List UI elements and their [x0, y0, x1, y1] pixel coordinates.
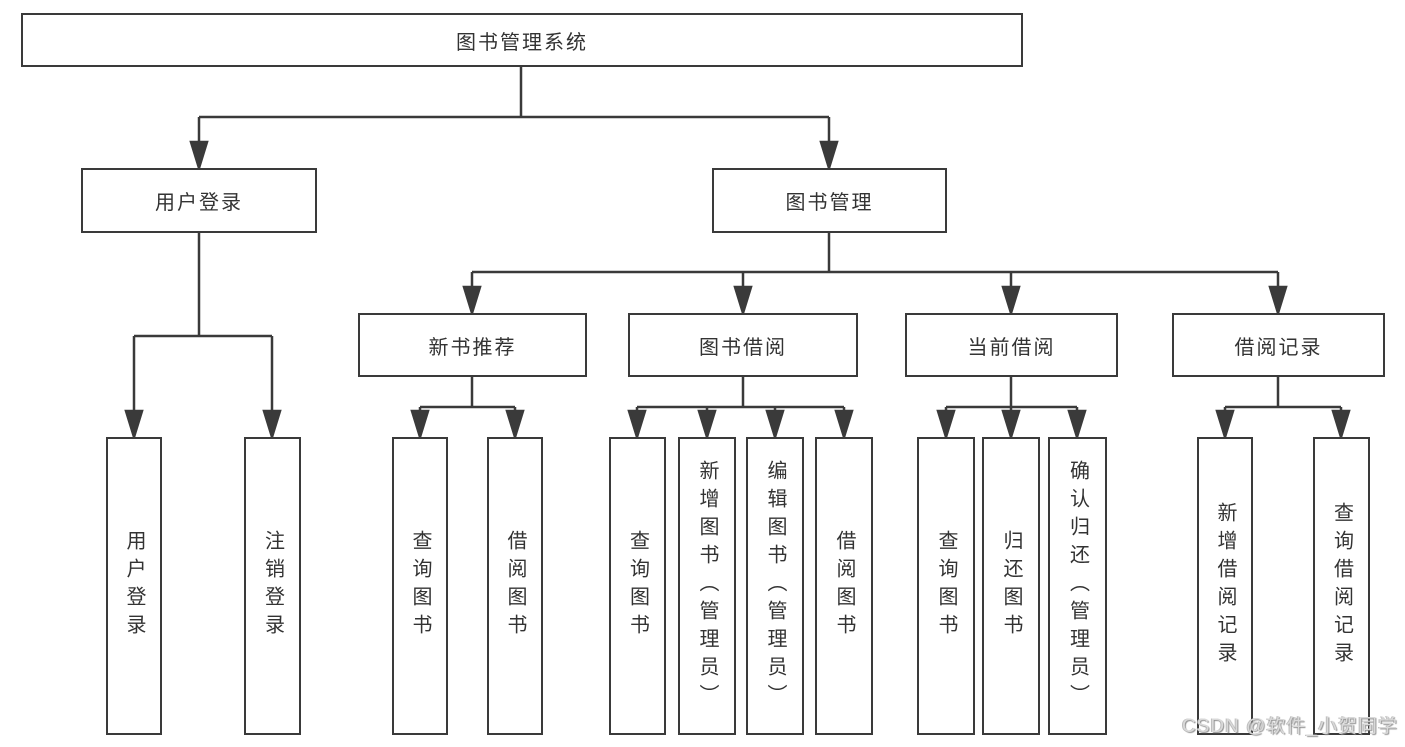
arrowhead-icon	[262, 409, 282, 442]
connector-root-to-level2	[189, 67, 839, 173]
node-label: 新增图书（管理员）	[696, 460, 718, 712]
connector-current-borrow-to-leaves	[936, 377, 1087, 442]
node-borrow-records: 借阅记录	[1172, 313, 1385, 377]
leaf-query-books-recommend: 查询图书	[392, 437, 448, 735]
arrowhead-icon	[697, 409, 717, 442]
node-label: 归还图书	[1000, 530, 1022, 642]
leaf-user-login: 用户登录	[106, 437, 162, 735]
leaf-add-books-admin: 新增图书（管理员）	[678, 437, 736, 735]
arrowhead-icon	[834, 409, 854, 442]
arrowhead-icon	[733, 285, 753, 318]
arrowhead-icon	[124, 409, 144, 442]
node-label: 借阅记录	[1234, 336, 1323, 359]
node-label: 图书管理	[785, 192, 874, 214]
node-label: 图书借阅	[699, 336, 787, 359]
node-label: 新书推荐	[428, 336, 517, 359]
node-label: 查询借阅记录	[1330, 502, 1353, 670]
node-label: 查询图书	[409, 530, 431, 642]
node-current-borrow: 当前借阅	[905, 313, 1118, 377]
arrowhead-icon	[819, 140, 839, 173]
arrowhead-icon	[410, 409, 430, 442]
node-label: 查询图书	[935, 530, 957, 642]
node-label: 新增借阅记录	[1214, 502, 1236, 670]
arrowhead-icon	[627, 409, 647, 442]
node-label: 当前借阅	[967, 336, 1056, 359]
node-user-login: 用户登录	[81, 168, 317, 233]
arrowhead-icon	[1331, 409, 1351, 442]
arrowhead-icon	[1001, 285, 1021, 318]
leaf-query-borrow-record: 查询借阅记录	[1313, 437, 1370, 735]
arrowhead-icon	[936, 409, 956, 442]
arrowhead-icon	[189, 140, 209, 173]
node-label: 借阅图书	[833, 530, 855, 642]
connector-book-borrow-to-leaves	[627, 377, 854, 442]
node-book-management: 图书管理	[712, 168, 947, 233]
connector-new-book-recommend-to-leaves	[410, 377, 525, 442]
leaf-borrow-books-recommend: 借阅图书	[487, 437, 543, 735]
node-book-borrow: 图书借阅	[628, 313, 858, 377]
node-label: 用户登录	[123, 530, 145, 642]
node-root-library-management-system: 图书管理系统	[21, 13, 1023, 67]
leaf-edit-books-admin: 编辑图书（管理员）	[746, 437, 804, 735]
csdn-watermark: CSDN @软件_小贺同学	[1182, 716, 1398, 737]
arrowhead-icon	[505, 409, 525, 442]
leaf-confirm-return-admin: 确认归还（管理员）	[1048, 437, 1107, 735]
node-label: 注销登录	[261, 530, 284, 642]
connector-user-login-to-leaves	[124, 233, 282, 442]
node-label: 查询图书	[626, 530, 649, 642]
arrowhead-icon	[765, 409, 785, 442]
node-label: 用户登录	[155, 192, 243, 214]
node-new-book-recommend: 新书推荐	[358, 313, 587, 377]
node-label: 借阅图书	[504, 530, 526, 642]
node-label: 编辑图书（管理员）	[764, 460, 786, 712]
leaf-borrow-books: 借阅图书	[815, 437, 873, 735]
connector-borrow-records-to-leaves	[1215, 377, 1351, 442]
leaf-query-books-current: 查询图书	[917, 437, 975, 735]
arrowhead-icon	[1268, 285, 1288, 318]
node-label: 确认归还（管理员）	[1066, 460, 1089, 712]
leaf-return-books: 归还图书	[982, 437, 1040, 735]
connector-book-management-to-level3	[462, 233, 1288, 318]
node-label: 图书管理系统	[456, 31, 588, 54]
leaf-logout: 注销登录	[244, 437, 301, 735]
leaf-query-books-borrow: 查询图书	[609, 437, 666, 735]
arrowhead-icon	[1215, 409, 1235, 442]
arrowhead-icon	[462, 285, 482, 318]
leaf-add-borrow-record: 新增借阅记录	[1197, 437, 1253, 735]
arrowhead-icon	[1067, 409, 1087, 442]
arrowhead-icon	[1001, 409, 1021, 442]
